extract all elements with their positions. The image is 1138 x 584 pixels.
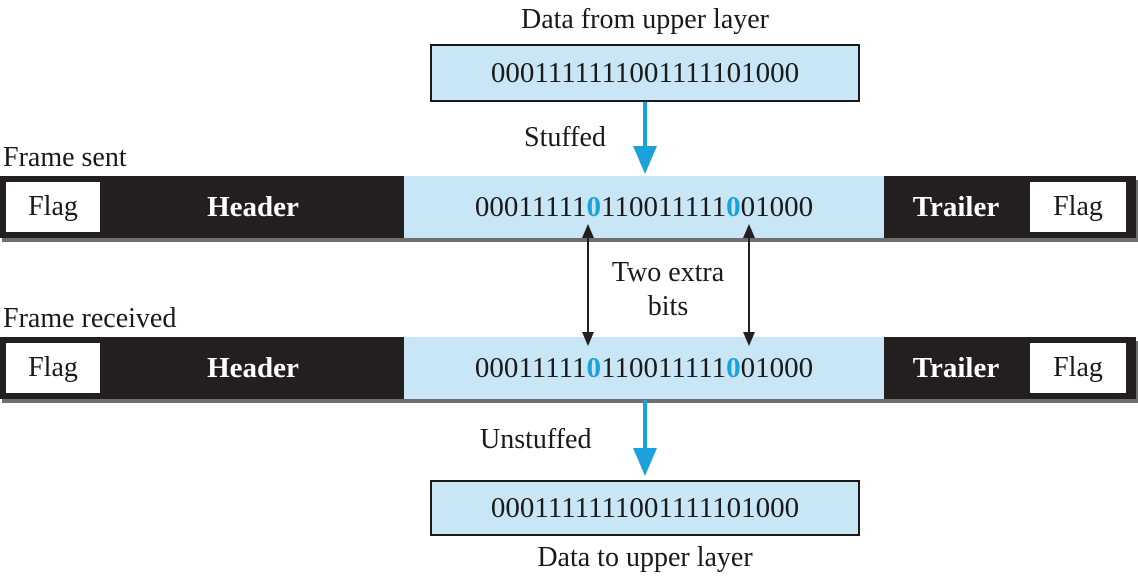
flag-right: Flag (1028, 180, 1128, 234)
extra-bit-link-1 (582, 224, 594, 346)
frame-received-caption: Frame received (3, 303, 177, 334)
extra-bits-line2: bits (647, 291, 689, 322)
stuffed-bit-1: 0 (586, 190, 602, 223)
upper-layer-data-box: 0001111111001111101000 (430, 44, 860, 102)
payload-bits: 00011111 (474, 190, 587, 223)
payload-bits: 00011111 (474, 351, 587, 384)
stuffed-label: Stuffed (524, 122, 606, 153)
flag-left: Flag (4, 341, 102, 395)
header-field: Header (207, 351, 299, 384)
bottom-caption: Data to upper layer (537, 542, 753, 573)
frame-sent-caption: Frame sent (3, 142, 127, 173)
stuffed-bit-2: 0 (726, 351, 741, 384)
unstuff-arrow (633, 400, 657, 476)
payload-bits: 110011111 (601, 351, 727, 384)
header-field: Header (207, 190, 299, 223)
extra-bit-link-2 (743, 224, 755, 346)
payload-bits: 01000 (740, 351, 814, 384)
stuffed-bit-2: 0 (726, 190, 741, 223)
lower-layer-bits: 0001111111001111101000 (490, 491, 800, 524)
unstuffed-label: Unstuffed (480, 424, 592, 455)
payload-bits: 01000 (740, 190, 814, 223)
extra-bits-line1: Two extra (611, 257, 725, 288)
lower-layer-data-box: 0001111111001111101000 (430, 480, 860, 536)
extra-bits-label: Two extra bits (598, 256, 738, 324)
trailer-field: Trailer (912, 190, 1000, 223)
flag-left: Flag (4, 180, 102, 234)
flag-right: Flag (1028, 341, 1128, 395)
trailer-field: Trailer (912, 351, 1000, 384)
payload-bits: 110011111 (601, 190, 727, 223)
upper-layer-bits: 0001111111001111101000 (490, 56, 800, 89)
top-caption: Data from upper layer (521, 4, 769, 35)
stuffed-bit-1: 0 (586, 351, 602, 384)
stuff-arrow (633, 102, 657, 174)
